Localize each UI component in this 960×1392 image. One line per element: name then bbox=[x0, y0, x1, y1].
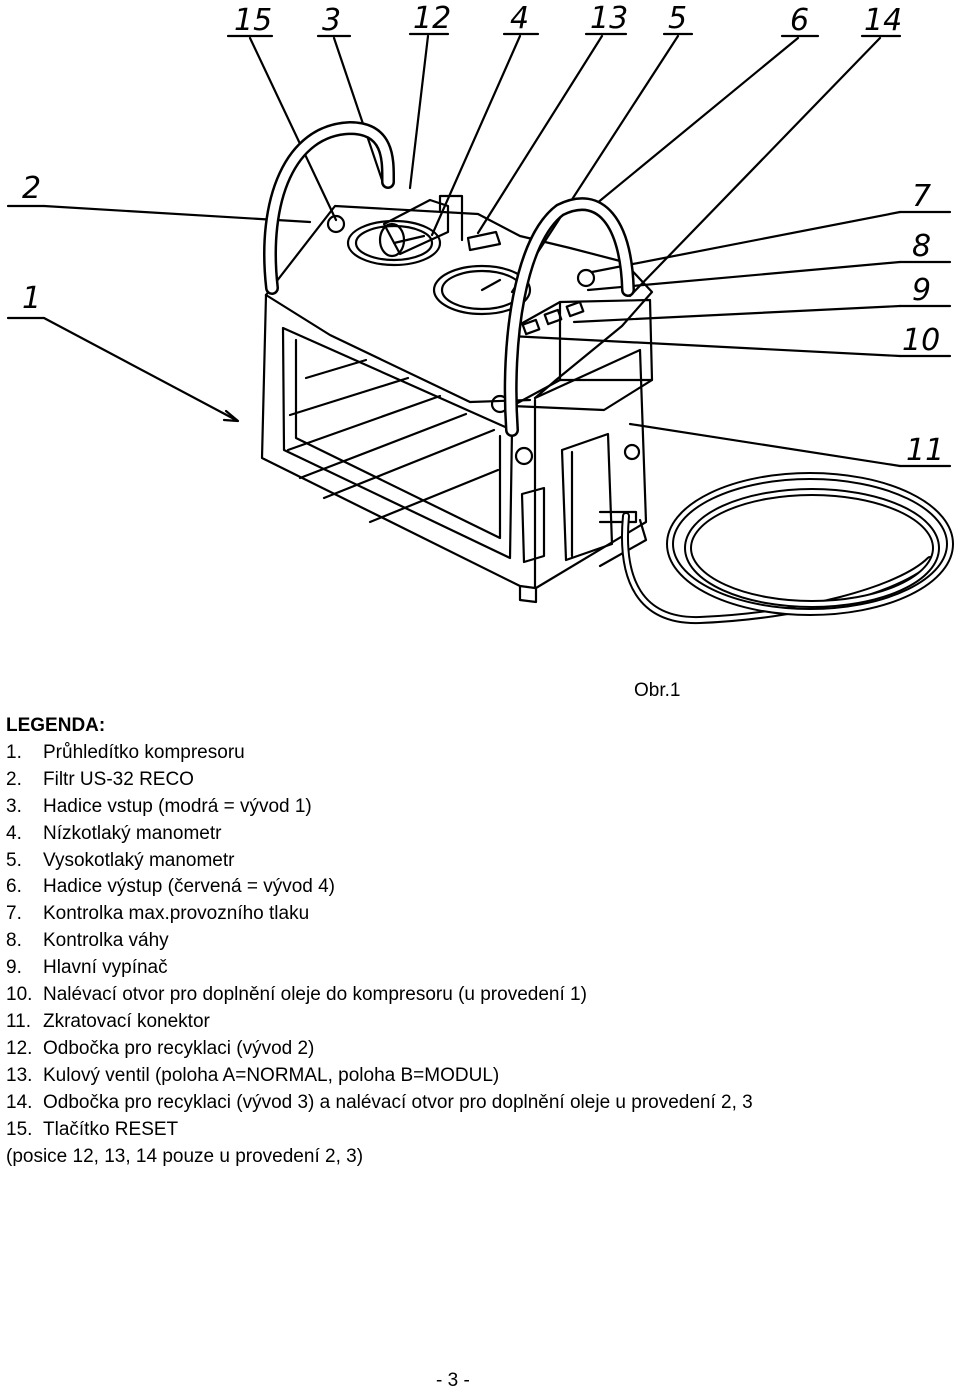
callout-12: 12 bbox=[413, 1, 451, 36]
legend-item-number: 10. bbox=[6, 984, 33, 1006]
legend-item-number: 6. bbox=[6, 876, 22, 898]
legend-item: 6. Hadice výstup (červená = vývod 4) bbox=[6, 874, 753, 901]
legend-item-number: 9. bbox=[6, 957, 22, 979]
legend-item: 10. Nalévací otvor pro doplnění oleje do … bbox=[6, 982, 753, 1009]
legend-item-text: Tlačítko RESET bbox=[43, 1118, 179, 1140]
legend-item-number: 8. bbox=[6, 930, 22, 952]
legend-item-number: 14. bbox=[6, 1091, 33, 1113]
legend-item-text: Nalévací otvor pro doplnění oleje do kom… bbox=[43, 984, 587, 1006]
callout-10: 10 bbox=[902, 323, 940, 358]
callout-1: 1 bbox=[22, 281, 41, 316]
legend-item-text: Kontrolka váhy bbox=[43, 930, 169, 952]
legend-item: 11. Zkratovací konektor bbox=[6, 1009, 753, 1036]
legend-item: 8. Kontrolka váhy bbox=[6, 928, 753, 955]
legend-item-number: 4. bbox=[6, 822, 22, 844]
callout-3: 3 bbox=[322, 3, 341, 38]
legend-item: 13. Kulový ventil (poloha A=NORMAL, poloh… bbox=[6, 1063, 753, 1090]
legend-item-number: 15. bbox=[6, 1118, 33, 1140]
callout-15: 15 bbox=[234, 3, 272, 38]
legend-item: 3. Hadice vstup (modrá = vývod 1) bbox=[6, 794, 753, 821]
legend-item-number: 3. bbox=[6, 795, 22, 817]
callout-9: 9 bbox=[912, 273, 931, 308]
legend-item: 5. Vysokotlaký manometr bbox=[6, 848, 753, 875]
legend-item: 9. Hlavní vypínač bbox=[6, 955, 753, 982]
machine-diagram: 15 3 12 4 13 5 6 14 2 1 7 8 9 10 11 bbox=[6, 1, 954, 625]
callout-6: 6 bbox=[790, 3, 809, 38]
legend-item-number: 12. bbox=[6, 1037, 33, 1059]
callout-13: 13 bbox=[590, 1, 628, 36]
legend-item: 7. Kontrolka max.provozního tlaku bbox=[6, 901, 753, 928]
legend-item: 14. Odbočka pro recyklaci (vývod 3) a nal… bbox=[6, 1090, 753, 1117]
legend-item-text: Filtr US-32 RECO bbox=[43, 768, 194, 790]
page-number: - 3 - bbox=[436, 1370, 470, 1391]
figure-caption: Obr.1 bbox=[634, 680, 681, 701]
legend-item-number: 1. bbox=[6, 741, 22, 763]
legend-item: 2. Filtr US-32 RECO bbox=[6, 767, 753, 794]
legend-item-text: Nízkotlaký manometr bbox=[43, 822, 222, 844]
callout-5: 5 bbox=[668, 1, 687, 36]
legend-item: 12. Odbočka pro recyklaci (vývod 2) bbox=[6, 1036, 753, 1063]
legend-note: (posice 12, 13, 14 pouze u provedení 2, … bbox=[6, 1145, 364, 1167]
legend-item-text: Vysokotlaký manometr bbox=[43, 849, 235, 871]
callout-11: 11 bbox=[906, 433, 944, 468]
callout-8: 8 bbox=[912, 229, 931, 264]
callout-14: 14 bbox=[864, 3, 902, 38]
legend: LEGENDA: 1. Průhledítko kompresoru 2. Filt… bbox=[6, 713, 753, 1170]
legend-item-text: Odbočka pro recyklaci (vývod 2) bbox=[43, 1037, 315, 1059]
legend-item-number: 11. bbox=[6, 1010, 32, 1032]
legend-item-number: 7. bbox=[6, 903, 22, 925]
legend-item-text: Kontrolka max.provozního tlaku bbox=[43, 903, 310, 925]
legend-item: 15. Tlačítko RESET bbox=[6, 1117, 753, 1144]
legend-item-number: 13. bbox=[6, 1064, 33, 1086]
legend-item-text: Kulový ventil (poloha A=NORMAL, poloha B… bbox=[43, 1064, 500, 1086]
legend-item: 1. Průhledítko kompresoru bbox=[6, 740, 753, 767]
legend-item-text: Hadice vstup (modrá = vývod 1) bbox=[43, 795, 312, 817]
legend-item-text: Hlavní vypínač bbox=[43, 957, 168, 979]
legend-item-text: Průhledítko kompresoru bbox=[43, 741, 245, 763]
legend-item: 4. Nízkotlaký manometr bbox=[6, 821, 753, 848]
legend-item-number: 5. bbox=[6, 849, 22, 871]
callout-7: 7 bbox=[912, 179, 931, 214]
callout-2: 2 bbox=[22, 171, 41, 206]
legend-item-number: 2. bbox=[6, 768, 22, 790]
legend-title: LEGENDA: bbox=[6, 715, 106, 736]
legend-item-text: Odbočka pro recyklaci (vývod 3) a naléva… bbox=[43, 1091, 753, 1113]
legend-item-text: Zkratovací konektor bbox=[43, 1010, 210, 1032]
callout-4: 4 bbox=[510, 1, 529, 36]
legend-item-text: Hadice výstup (červená = vývod 4) bbox=[43, 876, 335, 898]
